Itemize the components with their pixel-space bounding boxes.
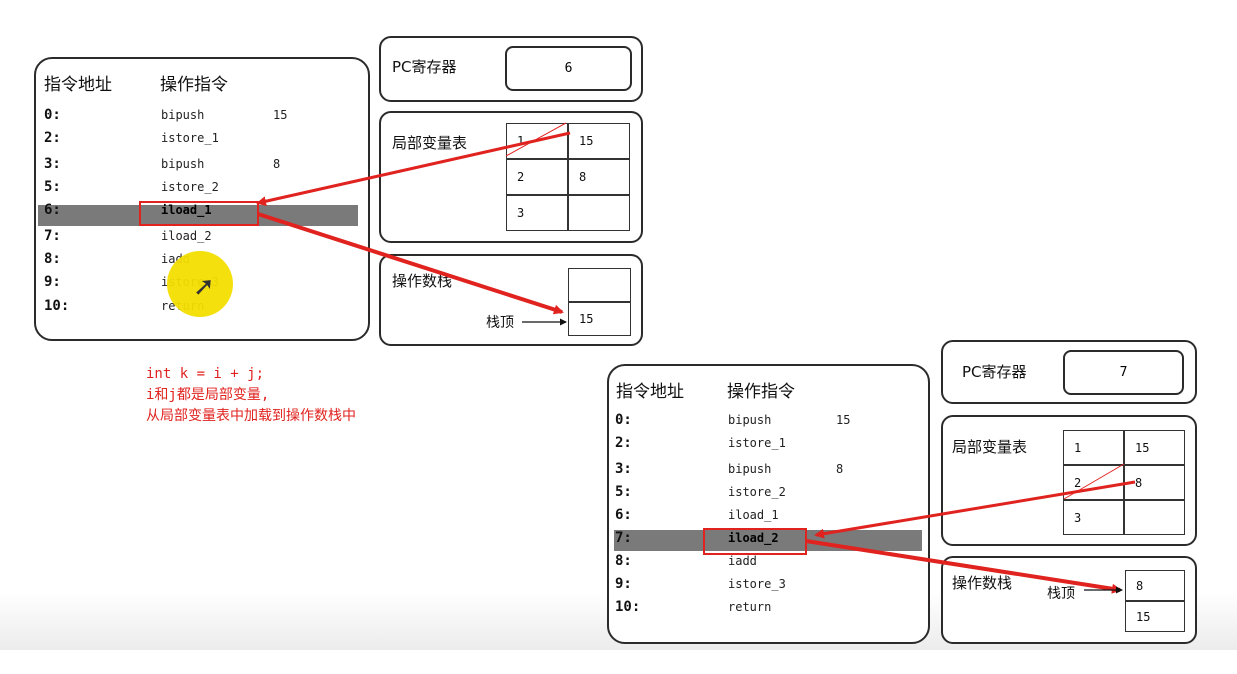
instruction-opcode-right: return <box>728 600 772 614</box>
local-variable-table-box-left <box>379 111 643 243</box>
instruction-address-left: 8: <box>44 251 61 267</box>
slot-divider-right <box>1063 463 1125 500</box>
local-slot-index-left: 1 <box>506 123 568 159</box>
local-slot-index-right: 1 <box>1063 430 1124 465</box>
instruction-opcode-right: iadd <box>728 554 757 568</box>
pc-register-label-left: PC寄存器 <box>392 58 457 76</box>
stack-top-label-left: 栈顶 <box>486 315 514 331</box>
local-slot-index-left: 3 <box>506 195 568 231</box>
local-slot-value-right <box>1124 500 1185 535</box>
instruction-opcode-left: istore_1 <box>161 131 219 145</box>
instruction-panel-right <box>607 364 930 644</box>
stack-slot-right: 15 <box>1125 601 1185 632</box>
instruction-opcode-left: bipush <box>161 157 205 171</box>
instruction-address-left: 7: <box>44 228 61 244</box>
address-header-left: 指令地址 <box>44 75 112 95</box>
instruction-address-right: 8: <box>615 553 632 569</box>
instruction-opcode-left: iload_2 <box>161 229 212 243</box>
annotation-line-1: int k = i + j; <box>146 366 265 382</box>
instruction-operand-right: 15 <box>836 413 851 427</box>
local-variable-table-label-right: 局部变量表 <box>952 438 1028 456</box>
instruction-address-left: 10: <box>44 298 70 314</box>
instruction-opcode-left: iload_1 <box>161 203 212 217</box>
load-arrow-right <box>814 480 1136 539</box>
instruction-operand-left: 8 <box>273 157 281 171</box>
instruction-address-left: 9: <box>44 274 61 290</box>
annotation-note: int k = i + j; i和j都是局部变量, 从局部变量表中加载到操作数栈… <box>146 364 356 427</box>
local-slot-value-right: 15 <box>1124 430 1185 465</box>
push-arrow-right <box>805 539 1122 594</box>
annotation-line-3: 从局部变量表中加载到操作数栈中 <box>146 408 356 424</box>
instruction-opcode-right: bipush <box>728 413 772 427</box>
pc-register-value-left: 6 <box>505 46 632 91</box>
instruction-opcode-right: bipush <box>728 462 772 476</box>
instruction-address-left: 6: <box>44 202 61 218</box>
cursor-arrow-icon: ➚ <box>193 272 215 302</box>
instruction-address-right: 7: <box>615 530 632 546</box>
stack-slot-left <box>568 268 631 302</box>
address-header-right: 指令地址 <box>616 382 684 402</box>
instruction-opcode-left: istore_2 <box>161 180 219 194</box>
current-instruction-box-left <box>139 201 259 226</box>
stack-slot-right: 8 <box>1125 570 1185 601</box>
instruction-address-right: 0: <box>615 412 632 428</box>
instruction-address-right: 3: <box>615 461 632 477</box>
pc-register-label-right: PC寄存器 <box>962 363 1027 381</box>
operand-stack-label-left: 操作数栈 <box>392 272 453 290</box>
instruction-opcode-right: iload_2 <box>728 531 779 545</box>
instruction-address-left: 2: <box>44 130 61 146</box>
operand-stack-label-right: 操作数栈 <box>952 574 1013 592</box>
instruction-opcode-right: istore_2 <box>728 485 786 499</box>
instruction-address-right: 9: <box>615 576 632 592</box>
instruction-address-left: 3: <box>44 156 61 172</box>
annotation-line-2: i和j都是局部变量, <box>146 387 270 403</box>
push-arrow-left <box>257 212 564 315</box>
instruction-address-right: 10: <box>615 599 641 615</box>
instruction-opcode-right: istore_3 <box>728 577 786 591</box>
stack-top-label-right: 栈顶 <box>1047 586 1075 602</box>
load-arrow-left <box>256 131 571 207</box>
local-variable-table-box-right <box>941 415 1197 546</box>
instruction-address-left: 0: <box>44 107 61 123</box>
stack-slot-left: 15 <box>568 302 631 336</box>
instruction-address-right: 2: <box>615 435 632 451</box>
instruction-operand-right: 8 <box>836 462 844 476</box>
slot-divider-left <box>505 122 567 157</box>
local-slot-index-right: 3 <box>1063 500 1124 535</box>
pc-register-value-right: 7 <box>1063 350 1184 395</box>
instruction-opcode-right: iload_1 <box>728 508 779 522</box>
instruction-address-left: 5: <box>44 179 61 195</box>
operand-stack-box-left <box>379 254 643 346</box>
local-slot-index-left: 2 <box>506 159 568 195</box>
local-slot-value-left: 8 <box>568 159 630 195</box>
local-slot-value-left: 15 <box>568 123 630 159</box>
local-variable-table-label-left: 局部变量表 <box>392 134 468 152</box>
instruction-header-left: 操作指令 <box>160 75 228 95</box>
local-slot-value-left <box>568 195 630 231</box>
instruction-address-right: 6: <box>615 507 632 523</box>
instruction-address-right: 5: <box>615 484 632 500</box>
instruction-operand-left: 15 <box>273 108 288 122</box>
instruction-header-right: 操作指令 <box>727 382 795 402</box>
instruction-opcode-left: bipush <box>161 108 205 122</box>
instruction-opcode-right: istore_1 <box>728 436 786 450</box>
cursor-highlight <box>167 251 233 317</box>
